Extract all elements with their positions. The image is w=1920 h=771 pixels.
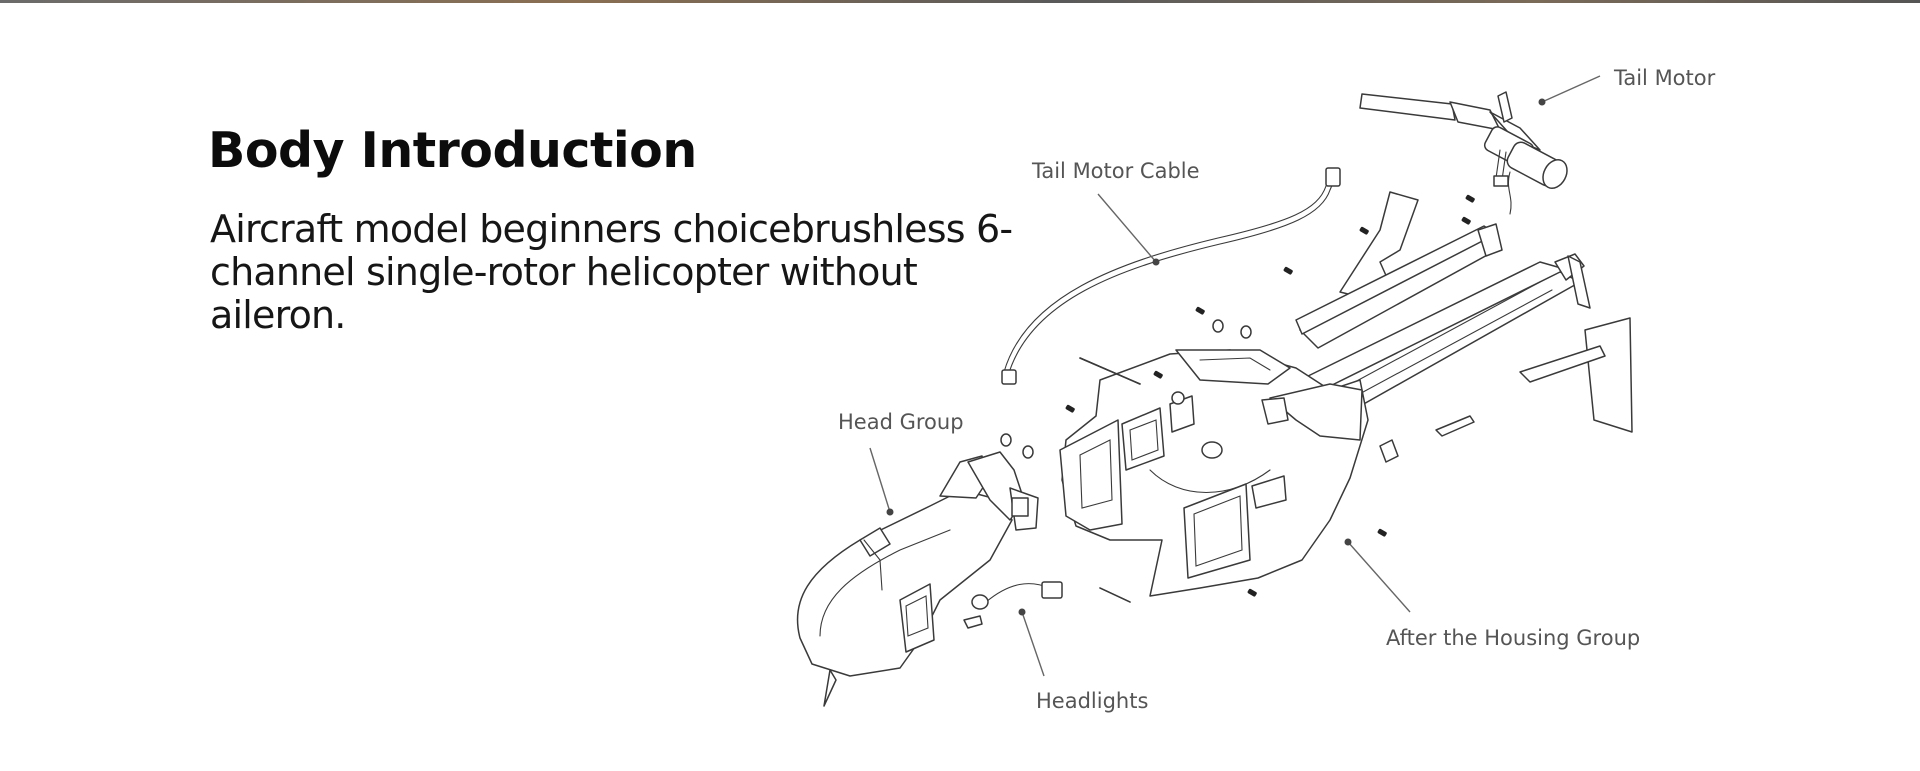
tail-motor-part <box>1359 91 1568 215</box>
head-group-part <box>796 451 1039 707</box>
headlights-label: Headlights <box>1036 689 1148 713</box>
page-subtitle: Aircraft model beginners choicebrushless… <box>210 207 1013 337</box>
tail-motor-label: Tail Motor <box>1613 66 1716 90</box>
headlights-part <box>963 581 1063 629</box>
tail-motor-cable-label: Tail Motor Cable <box>1031 159 1200 183</box>
small-hardware <box>1000 194 1475 603</box>
after-housing-group-label: After the Housing Group <box>1386 626 1640 650</box>
page-title: Body Introduction <box>208 122 697 179</box>
tail-boom-part <box>1299 253 1633 433</box>
head-group-label: Head Group <box>838 410 964 434</box>
tail-motor-cable-part <box>1001 167 1341 385</box>
callout-leaders <box>869 75 1601 677</box>
top-accent-bar <box>0 0 1920 3</box>
after-housing-group-part <box>1059 349 1369 597</box>
rear-upper-housing-part <box>1295 191 1503 349</box>
